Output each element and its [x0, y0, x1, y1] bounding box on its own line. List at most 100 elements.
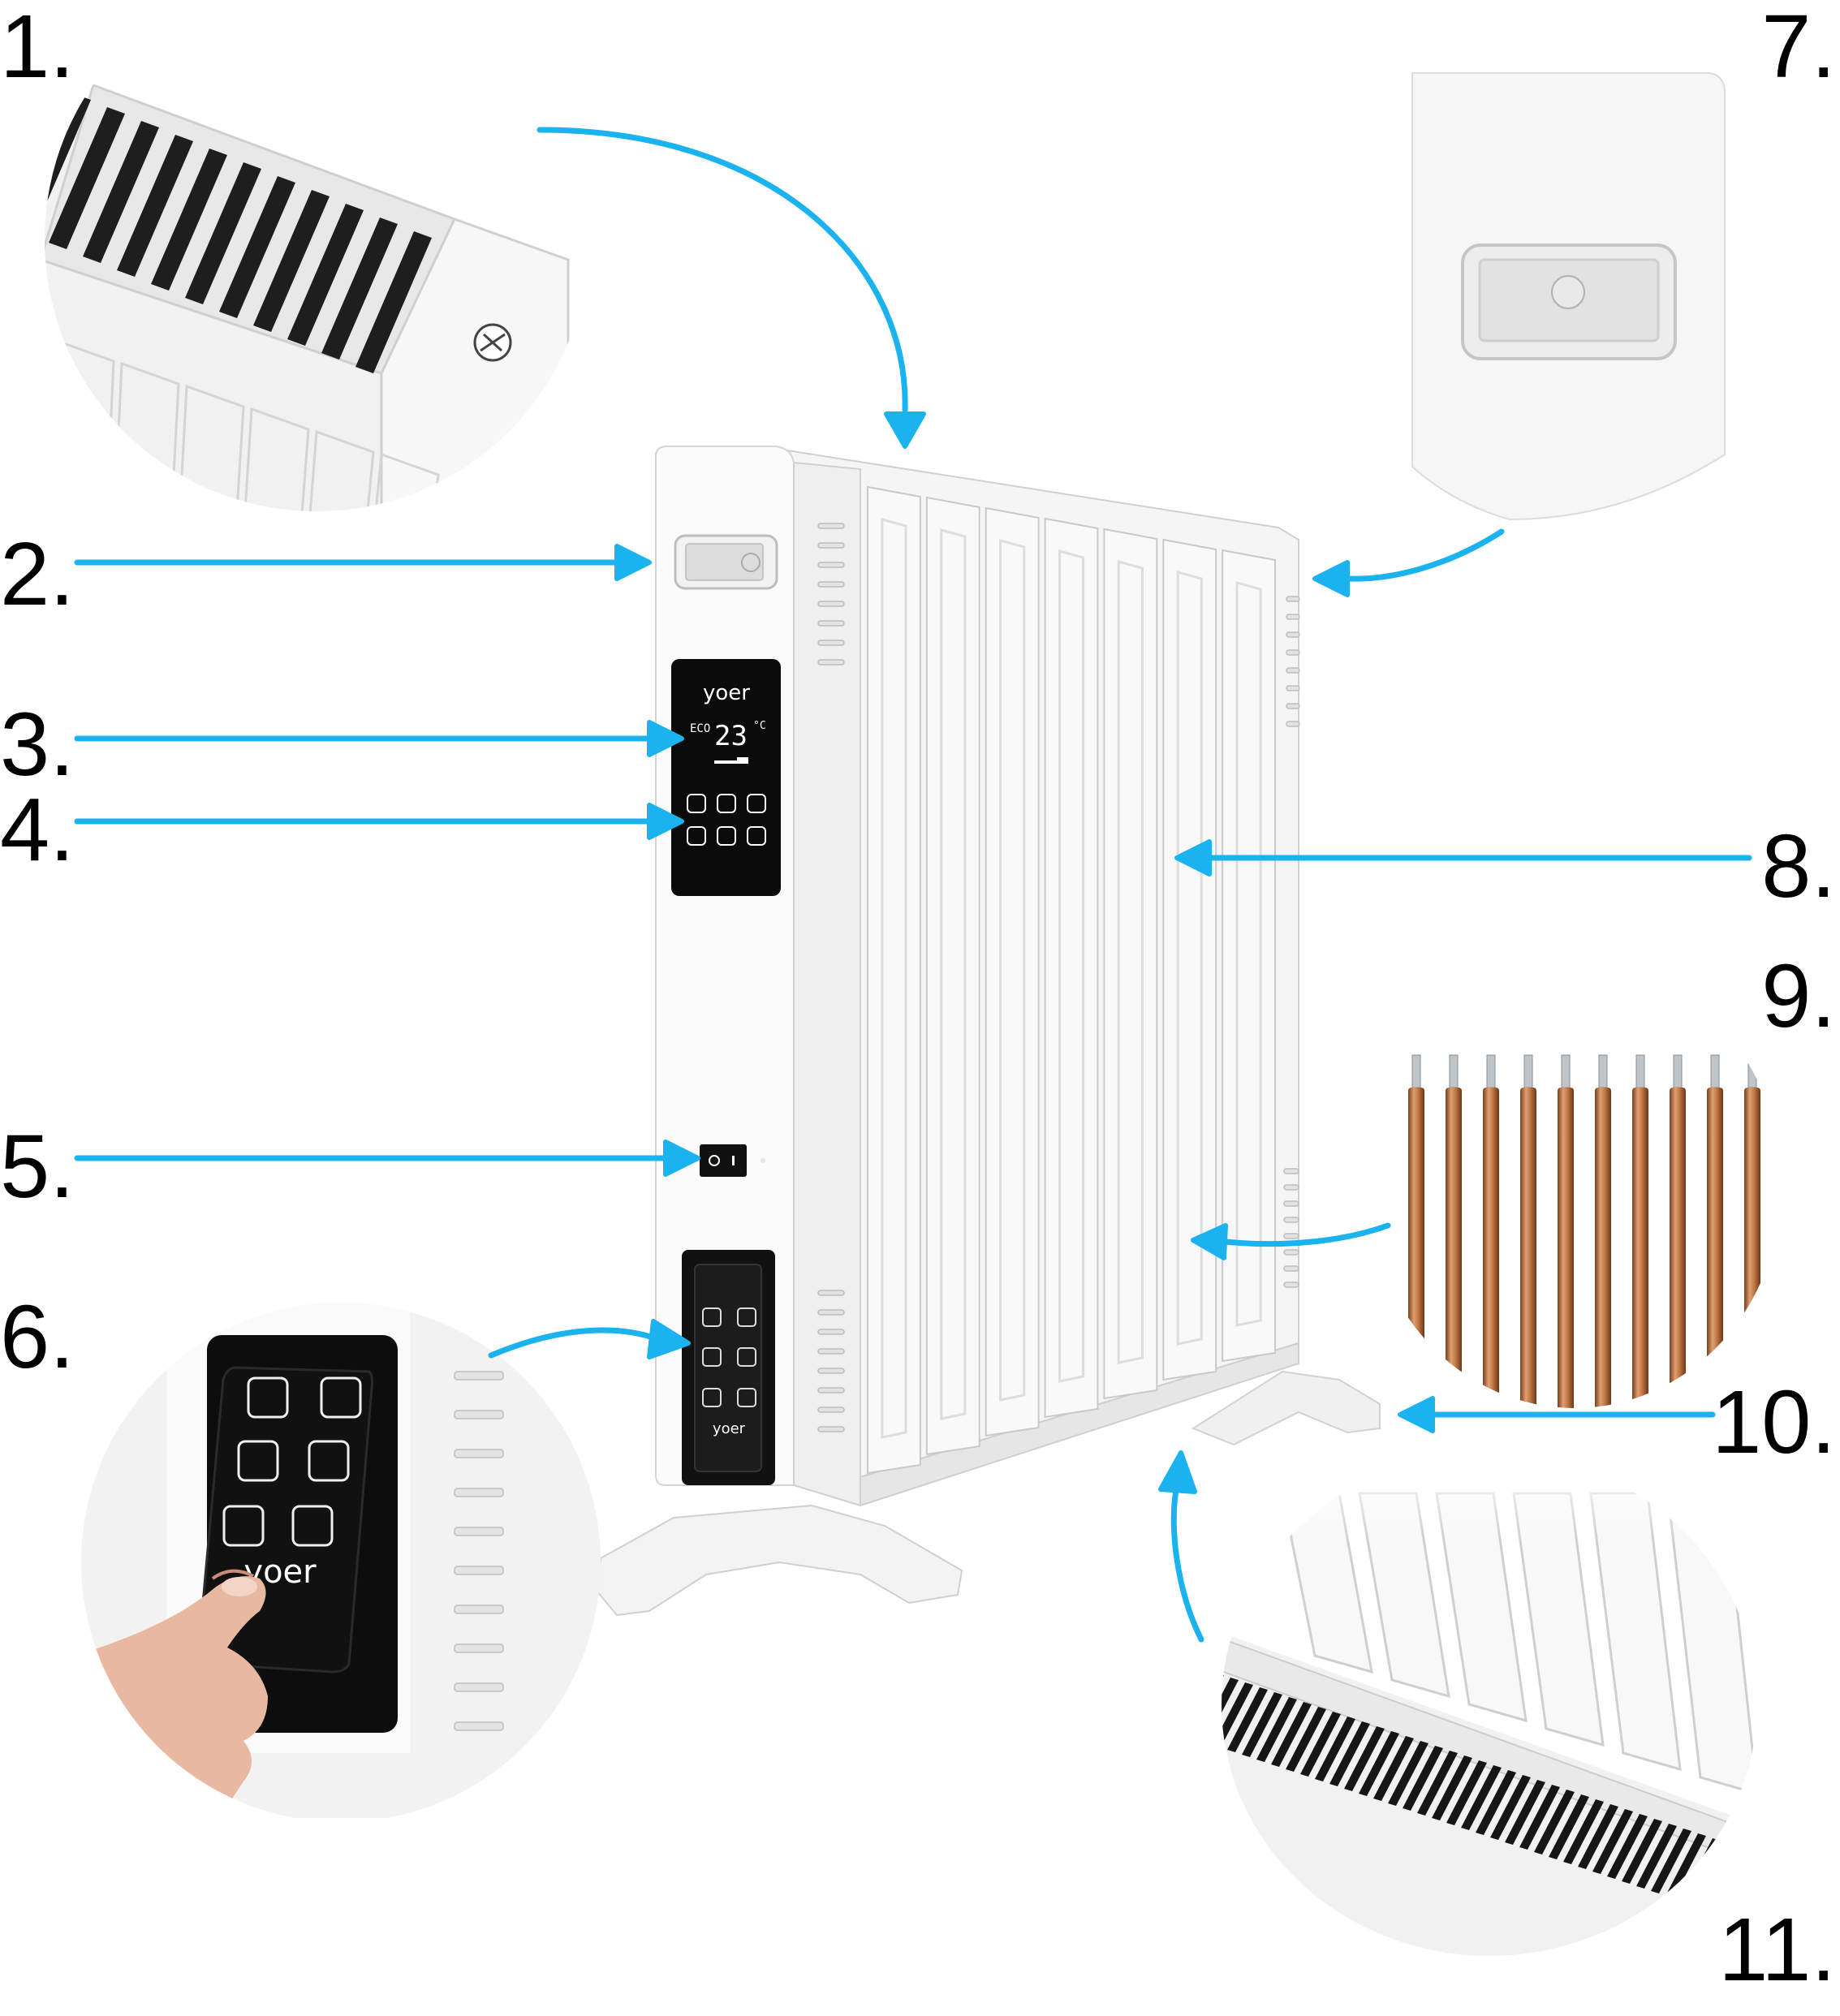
vent-slot — [817, 1309, 845, 1316]
remote-mini-buttons — [702, 1307, 756, 1407]
grille-slat — [1256, 1697, 1297, 1762]
power-icon — [320, 1376, 362, 1419]
copper-rod — [1446, 1088, 1462, 1408]
callout-number-5: 5. — [0, 1117, 75, 1217]
grille-slat — [1373, 1736, 1414, 1801]
vent-slot — [817, 542, 845, 549]
grille-slat — [1563, 1799, 1604, 1864]
grille-slat — [1476, 1770, 1516, 1835]
grille-slat — [1578, 1804, 1618, 1869]
temperature-display: 23 — [714, 720, 748, 752]
fin-groove — [1117, 560, 1144, 1364]
grille-slot — [49, 107, 125, 249]
grille-slat — [1388, 1741, 1428, 1806]
inset-heating-elements — [1368, 962, 1782, 1408]
vent-slot — [1286, 721, 1300, 727]
grille-slat — [1169, 1668, 1209, 1733]
grille-slat — [1315, 1717, 1355, 1781]
inset-bottom-grille — [1169, 1453, 1757, 1956]
main-heater: yoer ECO 23 °C yoer — [595, 446, 1381, 1617]
vent-slot — [454, 1566, 504, 1575]
thermometer-icon — [737, 1347, 756, 1367]
vent-slot — [1286, 596, 1300, 602]
callout-number-2: 2. — [0, 524, 75, 624]
grille-slat — [1446, 1760, 1487, 1825]
grille-slat — [1665, 1833, 1706, 1898]
vent-slot — [1286, 631, 1300, 638]
radiator-fin — [985, 506, 1040, 1437]
rod-terminal — [1523, 1054, 1533, 1088]
vent-slot — [1286, 649, 1300, 656]
grille-slat — [1534, 1790, 1575, 1854]
arrow-7 — [1344, 528, 1505, 582]
copper-rod — [1408, 1088, 1424, 1408]
vent-slot — [454, 1721, 504, 1731]
rod-terminal — [1449, 1054, 1459, 1088]
copper-rod — [1520, 1088, 1536, 1408]
arrow-9 — [1222, 1222, 1391, 1247]
rocker-switch[interactable] — [700, 1144, 765, 1177]
grille-slot — [117, 135, 193, 277]
vent-slot — [817, 1329, 845, 1335]
grille-slot — [287, 204, 364, 346]
fin-groove — [1235, 581, 1262, 1327]
fin-groove — [881, 518, 907, 1439]
radiator-fin — [1103, 528, 1158, 1400]
grille-slat — [1636, 1824, 1677, 1889]
radiator-fin — [925, 496, 980, 1456]
callout-number-1: 1. — [0, 0, 75, 97]
grille-slat — [1519, 1785, 1560, 1850]
copper-rod — [1483, 1088, 1499, 1408]
panel-brand: yoer — [703, 681, 750, 705]
vent-slot — [454, 1488, 504, 1497]
copper-rod — [1670, 1088, 1686, 1408]
vent-slot — [817, 659, 845, 666]
grille-slat — [1300, 1712, 1341, 1777]
arrow-6 — [488, 1327, 661, 1359]
thermostat-window[interactable] — [674, 534, 778, 590]
vent-slot — [1283, 1265, 1299, 1272]
grille-slat — [1222, 1678, 1239, 1742]
copper-heating-rods — [1408, 1054, 1760, 1408]
vent-slot — [817, 1290, 845, 1296]
right-foot — [1191, 1370, 1381, 1446]
grille-slot — [185, 162, 261, 304]
grille-slat — [1227, 1687, 1268, 1752]
grille-slat — [1329, 1721, 1370, 1786]
grille-slat — [1607, 1814, 1648, 1879]
grille-slot — [356, 231, 432, 373]
grille-slat — [1359, 1731, 1399, 1796]
vent-slot — [1283, 1200, 1299, 1207]
vent-slot — [454, 1643, 504, 1653]
grille-slat — [1490, 1775, 1531, 1840]
timer-icon — [702, 1347, 722, 1367]
fin-groove — [999, 539, 1026, 1402]
copper-rod — [1558, 1088, 1574, 1408]
callout-number-4: 4. — [0, 780, 75, 880]
vent-slot — [1286, 614, 1300, 620]
vent-slot — [817, 523, 845, 529]
eco-indicator: ECO — [690, 722, 710, 735]
power-level-icon — [247, 1376, 289, 1419]
copper-rod — [1632, 1088, 1648, 1408]
vent-slot — [454, 1682, 504, 1692]
vent-slot — [1283, 1217, 1299, 1223]
copper-rod — [1595, 1088, 1611, 1408]
vent-slot — [817, 620, 845, 627]
vent-slot — [817, 1406, 845, 1413]
rod-terminal — [1635, 1054, 1645, 1088]
rod-terminal — [1486, 1054, 1496, 1088]
power-level-bar — [714, 760, 747, 764]
temperature-unit: °C — [753, 720, 766, 732]
grille-slot — [321, 218, 398, 360]
thermostat-knob[interactable] — [1551, 275, 1585, 309]
grille-slat — [1622, 1819, 1662, 1884]
vent-slot — [1283, 1184, 1299, 1191]
fin-groove — [940, 528, 967, 1420]
grille-slat — [1505, 1780, 1545, 1845]
radiator-fin — [867, 485, 921, 1475]
grille-slat — [1651, 1829, 1691, 1893]
timer-icon — [687, 826, 706, 846]
